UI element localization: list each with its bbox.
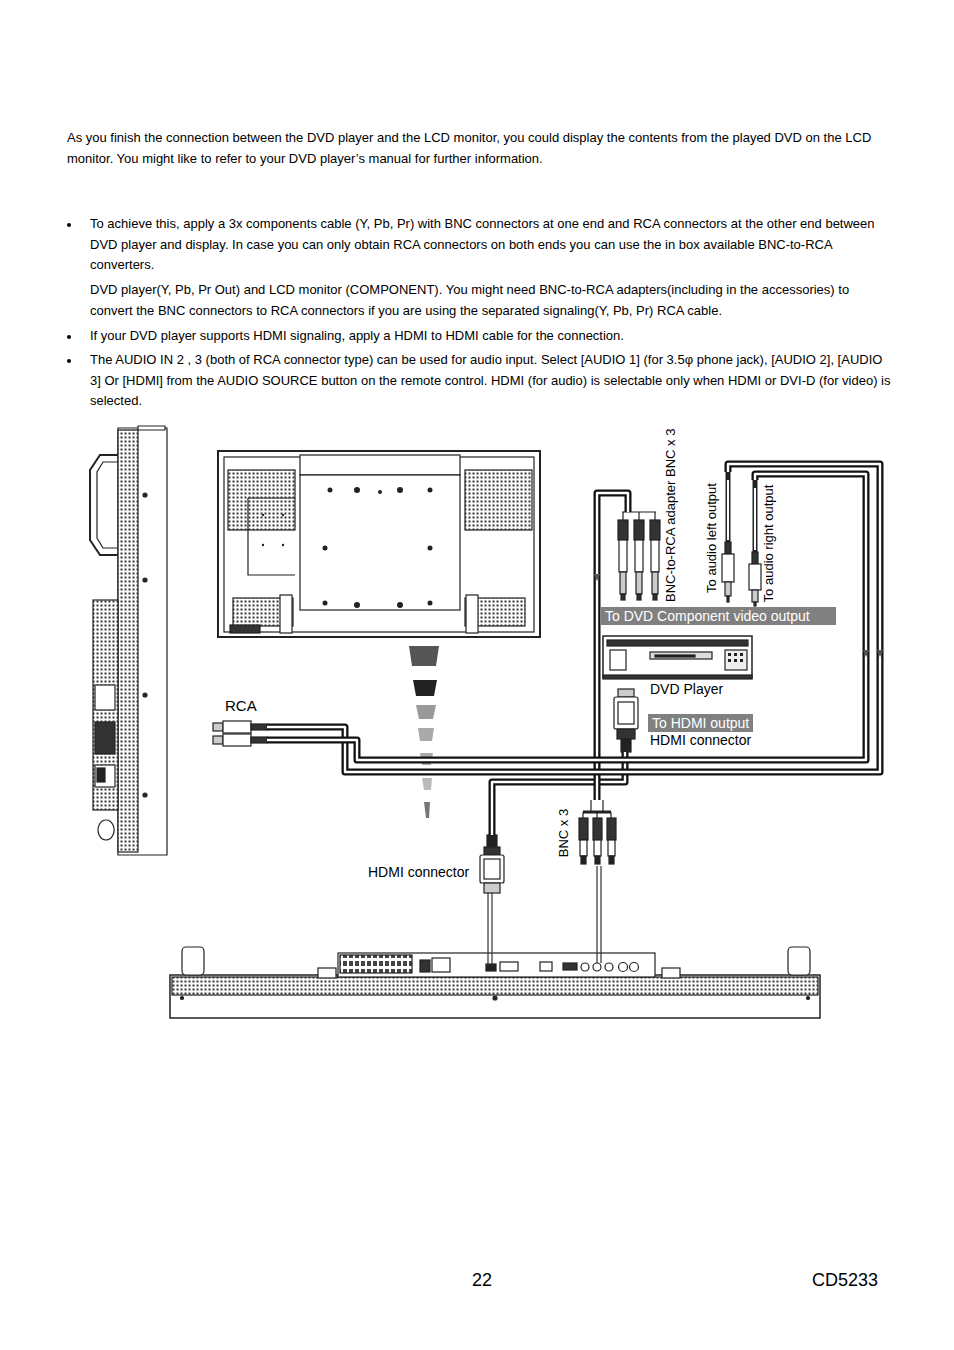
bullet-dot <box>67 223 71 227</box>
page-footer: CD5233 <box>812 1269 878 1291</box>
hdmi-plug-box: To HDMI outputHDMI connector <box>612 688 764 752</box>
drop-wires <box>488 866 601 966</box>
bottom-monitor <box>170 947 820 1018</box>
label-band: To HDMI output <box>648 714 753 732</box>
body-text: As you finish the connection between the… <box>67 128 889 169</box>
body-text: To achieve this, apply a 3x components c… <box>90 214 890 276</box>
cable <box>267 464 880 772</box>
direction-mark <box>877 650 883 657</box>
view-direction-wedges <box>409 646 439 818</box>
plugs <box>213 472 761 893</box>
audio-plug-box: To audio right output <box>745 480 783 606</box>
node-label: DVD Player <box>650 681 723 697</box>
node-label: HDMI connector <box>650 732 751 748</box>
dvd-player-box: DVD Player <box>600 633 756 701</box>
node-label: RCA <box>225 697 257 714</box>
bullet-dot <box>67 359 71 363</box>
node-label: BNC x 3 <box>556 802 571 864</box>
direction-mark <box>863 650 869 657</box>
callout-band: To DVD Component video output <box>601 607 836 625</box>
audio-plug-box: To audio left output <box>703 472 739 603</box>
body-text: DVD player(Y, Pb, Pr Out) and LCD monito… <box>90 280 890 321</box>
node-label: HDMI connector <box>368 864 469 880</box>
node-label: To audio left output <box>704 475 719 601</box>
rear-monitor <box>218 451 540 637</box>
cable <box>597 493 628 800</box>
bullet-dot <box>67 335 71 339</box>
dvd-player <box>603 636 752 679</box>
body-text: If your DVD player supports HDMI signali… <box>90 326 890 347</box>
node-label: To audio right output <box>761 482 776 605</box>
node-label: BNC-to-RCA adapter BNC x 3 <box>663 512 678 602</box>
body-text: The AUDIO IN 2 , 3 (both of RCA connecto… <box>90 350 892 412</box>
side-monitor <box>90 426 167 855</box>
bnc-plug-box: BNC x 3 <box>553 800 619 866</box>
label-band: To DVD Component video output <box>601 607 836 625</box>
rca-plug-box: RCA <box>205 697 267 747</box>
hdmi-plug-box: HDMI connector <box>368 835 508 895</box>
cable <box>267 474 866 760</box>
adapter-box: BNC-to-RCA adapter BNC x 3 <box>617 512 707 604</box>
direction-mark <box>594 574 600 581</box>
page-footer: 22 <box>472 1269 492 1291</box>
